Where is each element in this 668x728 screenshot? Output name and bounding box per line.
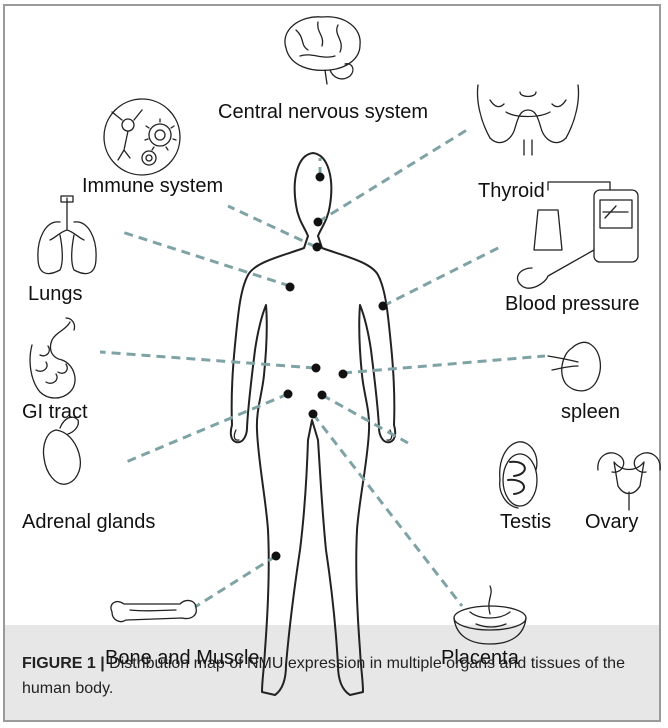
caption-text: Distribution map of NMU expression in mu… bbox=[22, 655, 625, 697]
expression-dots bbox=[272, 173, 388, 561]
label-lungs: Lungs bbox=[28, 283, 83, 305]
figure-caption: FIGURE 1 | Distribution map of NMU expre… bbox=[22, 651, 642, 701]
testis-icon bbox=[500, 442, 537, 508]
label-adrenal: Adrenal glands bbox=[22, 511, 155, 533]
gi-tract-icon bbox=[30, 318, 75, 398]
dot-spleen bbox=[339, 370, 348, 379]
bone-icon bbox=[111, 601, 196, 622]
label-gi: GI tract bbox=[22, 401, 88, 423]
dot-testis bbox=[318, 391, 327, 400]
figure-label: FIGURE 1 | bbox=[22, 655, 105, 672]
leader-blood-pressure bbox=[383, 246, 502, 306]
leader-bone bbox=[195, 556, 276, 607]
brain-icon bbox=[285, 17, 360, 84]
immune-cells-icon bbox=[104, 99, 180, 175]
dot-lungs bbox=[286, 283, 295, 292]
leader-thyroid bbox=[318, 128, 470, 222]
dot-bone bbox=[272, 552, 281, 561]
label-spleen: spleen bbox=[561, 401, 620, 423]
human-body-outline bbox=[231, 153, 395, 695]
label-thyroid: Thyroid bbox=[478, 180, 545, 202]
leader-adrenal bbox=[126, 394, 288, 462]
placenta-icon bbox=[454, 586, 526, 644]
label-testis: Testis bbox=[500, 511, 551, 533]
thyroid-icon bbox=[478, 85, 579, 155]
dot-blood-pressure bbox=[379, 302, 388, 311]
ovary-icon bbox=[598, 453, 660, 510]
dot-adrenal bbox=[284, 390, 293, 399]
leader-gi bbox=[100, 352, 315, 368]
dot-cns bbox=[316, 173, 325, 182]
label-immune: Immune system bbox=[82, 175, 223, 197]
spleen-icon bbox=[548, 342, 600, 391]
label-cns: Central nervous system bbox=[218, 101, 428, 123]
dot-gi bbox=[312, 364, 321, 373]
dot-immune bbox=[313, 243, 322, 252]
dot-thyroid bbox=[314, 218, 323, 227]
adrenal-glands-icon bbox=[44, 417, 81, 484]
dot-placenta bbox=[309, 410, 318, 419]
lungs-icon bbox=[38, 196, 96, 274]
leader-lungs bbox=[122, 232, 290, 286]
label-blood-pressure: Blood pressure bbox=[505, 293, 640, 315]
label-ovary: Ovary bbox=[585, 511, 638, 533]
